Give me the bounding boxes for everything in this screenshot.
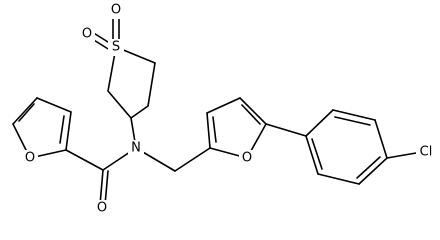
molecule-structure: S O O N O O O Cl	[12, 2, 437, 217]
bond-ph-4	[358, 157, 388, 185]
bond-lf-c4-c5-inner	[18, 103, 35, 122]
bond-rf-c4-c5	[239, 97, 267, 125]
bond-ph-inner-3	[311, 138, 323, 170]
bond-ch2-furan	[174, 147, 211, 172]
chlorine-label: Cl	[420, 145, 433, 160]
amide-nitrogen-label: N	[131, 141, 141, 156]
carbonyl-oxygen-atom: O	[94, 200, 110, 217]
bond-lf-c4-c5	[12, 97, 38, 125]
furan-oxygen-right-atom: O	[239, 150, 255, 167]
furan-oxygen-right-label: O	[242, 151, 252, 166]
sulfonyl-oxygen-left-atom: O	[79, 26, 95, 43]
bond-lf-c2-c3-inner	[59, 115, 65, 144]
bond-c-cl	[386, 152, 417, 159]
sulfonyl-oxygen-top-label: O	[111, 3, 121, 18]
furan-oxygen-left-atom: O	[22, 150, 38, 167]
bond-c4-c5	[107, 90, 132, 119]
bond-lines	[12, 13, 417, 206]
bond-rf-c2-c3-inner	[212, 116, 217, 143]
bond-ph-6	[305, 135, 319, 175]
bond-rf-c3-c4	[206, 97, 241, 114]
atom-labels: S O O N O O O Cl	[22, 2, 437, 217]
bond-ph-1	[305, 109, 334, 137]
bond-lf-c3-c4	[36, 97, 72, 113]
bond-ph-5	[317, 173, 360, 185]
sulfonyl-oxygen-top-atom: O	[108, 2, 124, 19]
bond-carbonyl-o-a	[99, 169, 104, 206]
chlorine-atom: Cl	[416, 144, 437, 161]
bond-c2-c3	[147, 62, 156, 107]
sulfur-label: S	[112, 40, 120, 55]
bond-ph-3	[374, 119, 388, 159]
bond-lf-c2-c3	[65, 111, 72, 151]
bond-ph-2	[332, 109, 376, 121]
bond-furan-phenyl	[265, 123, 307, 137]
bond-carbonyl-o-b	[104, 170, 109, 206]
bond-carbonyl-furan	[65, 149, 104, 171]
furan-oxygen-left-label: O	[25, 151, 35, 166]
bond-rf-c4-c5-inner	[241, 104, 261, 125]
sulfur-atom: S	[108, 39, 124, 56]
sulfonyl-oxygen-left-label: O	[82, 27, 92, 42]
bond-rf-c2-c3	[206, 112, 211, 149]
amide-nitrogen-atom: N	[128, 140, 144, 157]
bond-c3-c4	[130, 105, 149, 119]
bond-ph-inner-2	[356, 156, 381, 179]
carbonyl-oxygen-label: O	[97, 201, 107, 216]
bond-ph-inner-1	[334, 116, 371, 126]
